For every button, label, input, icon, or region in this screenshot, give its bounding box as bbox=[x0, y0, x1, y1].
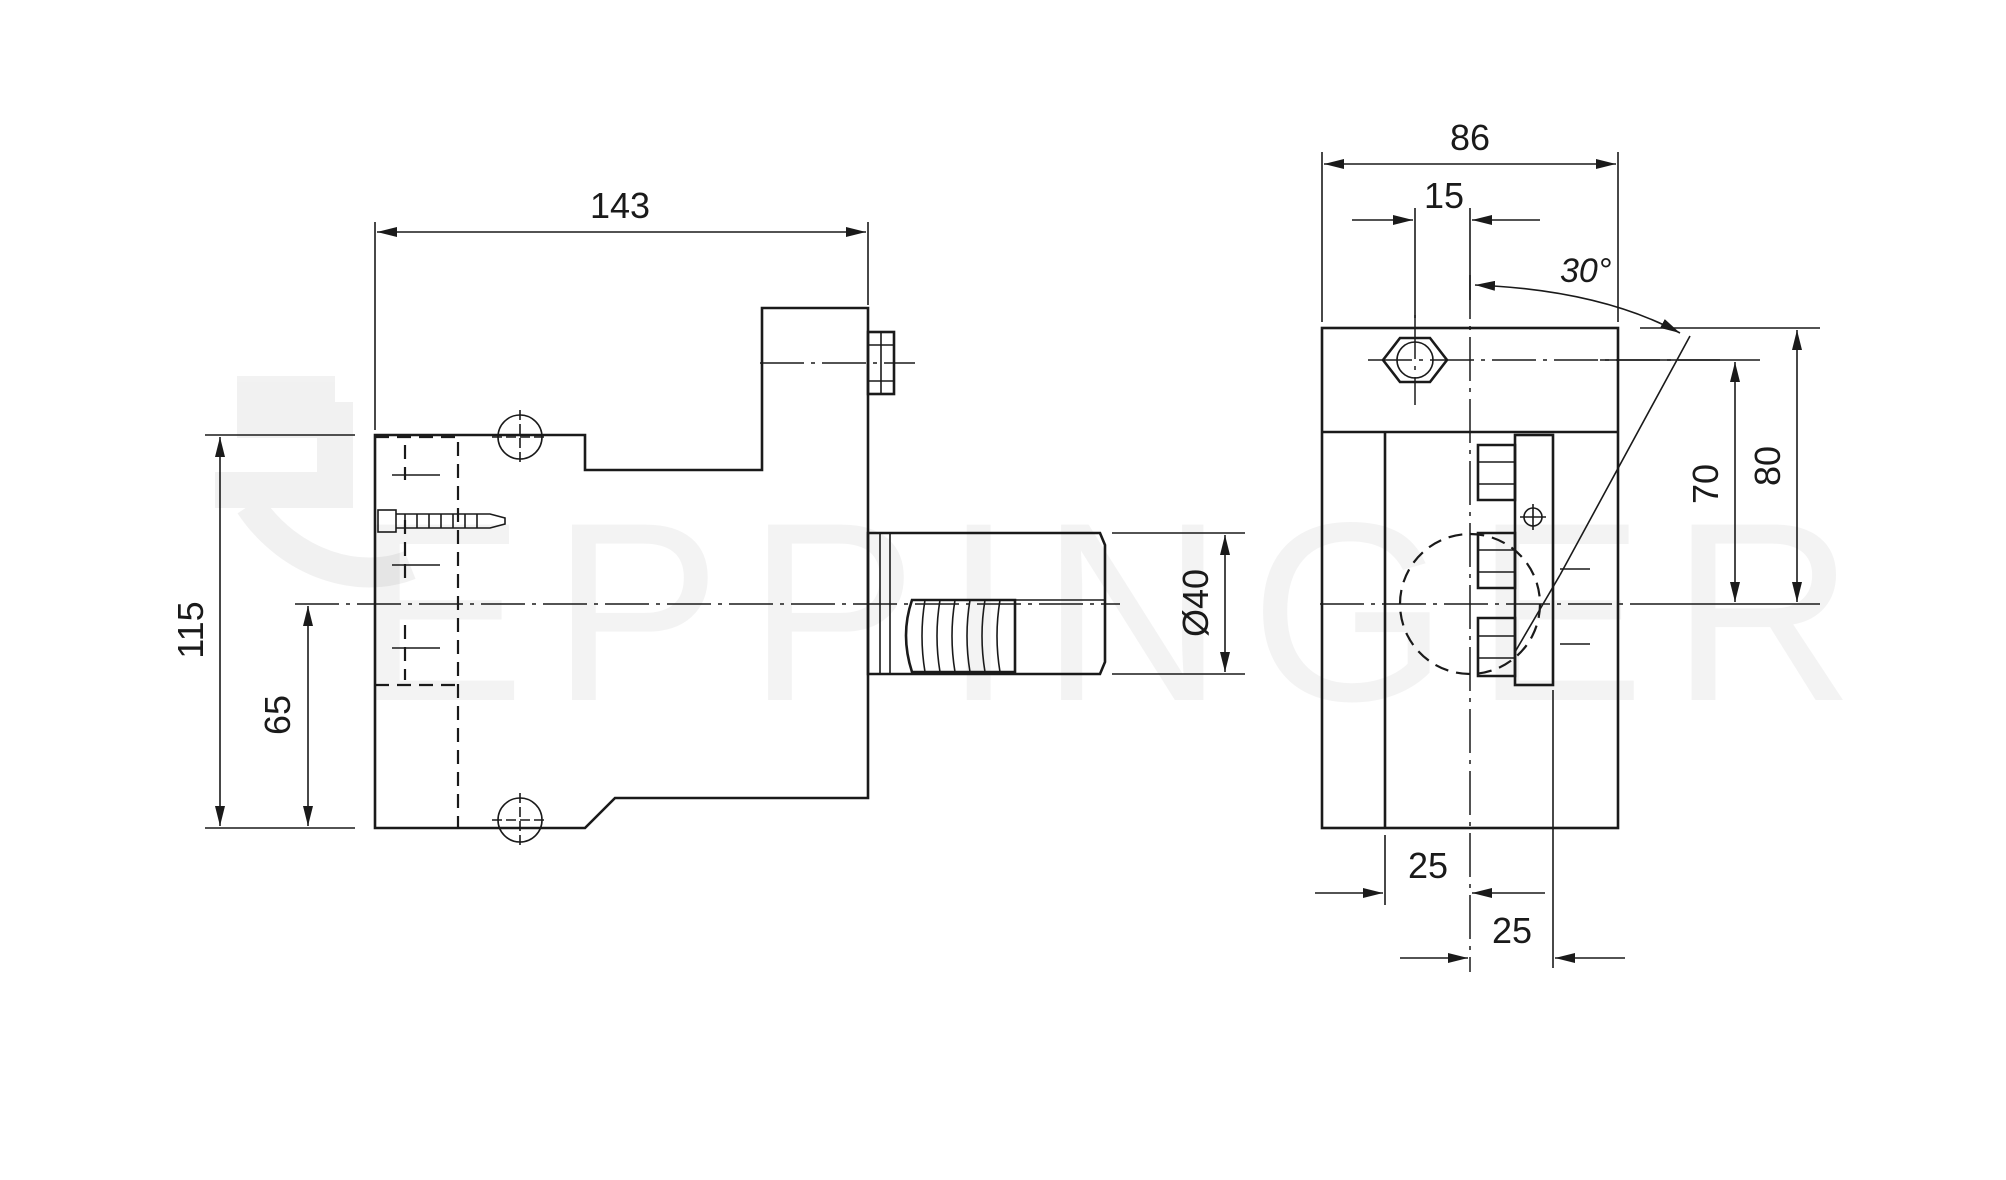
hex-screw-icon bbox=[1476, 443, 1517, 502]
brand-watermark: EPPINGER bbox=[215, 376, 1881, 755]
dim-offset-top: 15 bbox=[1424, 175, 1464, 216]
dim-shank-diameter: Ø40 bbox=[1175, 569, 1216, 637]
mounting-hole-icon bbox=[492, 793, 548, 848]
hex-screw-icon bbox=[1476, 531, 1517, 590]
dim-height-80: 80 bbox=[1747, 446, 1788, 486]
adjust-point-icon bbox=[1520, 504, 1546, 530]
dim-overall-height: 115 bbox=[170, 601, 211, 658]
dim-height-70: 70 bbox=[1685, 464, 1726, 504]
dim-overall-length: 143 bbox=[590, 185, 650, 226]
dim-bottom-left: 25 bbox=[1408, 845, 1448, 886]
dim-width: 86 bbox=[1450, 117, 1490, 158]
hex-screw-icon bbox=[1476, 616, 1517, 678]
front-view: 86 15 30° 70 80 25 25 bbox=[1315, 117, 1820, 972]
shank-serration bbox=[904, 598, 1017, 674]
brand-wordmark: EPPINGER bbox=[355, 470, 1881, 755]
dim-angle: 30° bbox=[1560, 252, 1611, 290]
adjusting-screw bbox=[377, 509, 506, 533]
dim-bottom-right: 25 bbox=[1492, 910, 1532, 951]
clamp-block-hidden bbox=[375, 435, 460, 828]
brand-logo-mark bbox=[215, 376, 416, 588]
side-view: 143 115 65 Ø40 bbox=[170, 185, 1245, 848]
mounting-hole-icon bbox=[492, 410, 548, 466]
dim-angle-arc bbox=[1474, 280, 1681, 334]
side-view-body-outline bbox=[373, 306, 870, 830]
wedge-angle-line bbox=[1559, 335, 1691, 576]
coolant-screw bbox=[760, 330, 915, 396]
dim-axis-height: 65 bbox=[257, 695, 298, 735]
